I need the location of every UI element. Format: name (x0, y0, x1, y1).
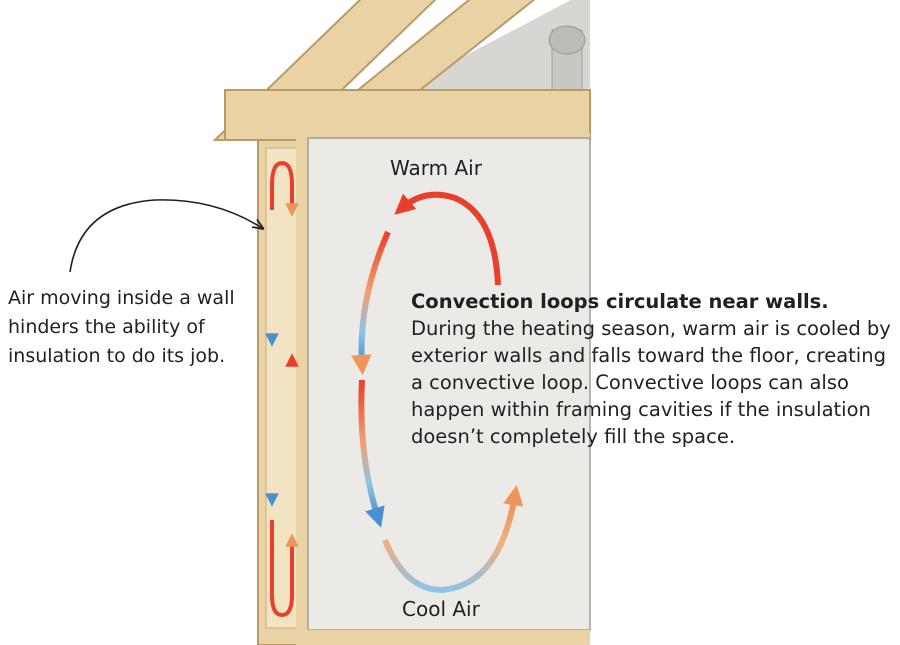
room-loop-cool-arc (382, 484, 524, 594)
warm-air-label: Warm Air (390, 156, 482, 180)
wall-loop-bottom (270, 520, 299, 618)
caption-body: During the heating season, warm air is c… (411, 317, 891, 448)
caption-title: Convection loops circulate near walls. (411, 290, 829, 313)
cool-air-label: Cool Air (402, 597, 480, 621)
room-loop-cool-descending (358, 379, 385, 528)
room-loop-warm-arc (394, 191, 501, 286)
annotation-leader-arrow (69, 199, 262, 273)
wall-air-annotation: Air moving inside a wall hinders the abi… (8, 287, 235, 367)
wall-loop-top (270, 160, 299, 217)
convection-caption: Convection loops circulate near walls. D… (411, 288, 891, 450)
floor (296, 630, 590, 645)
room-interior (307, 137, 591, 631)
vent-cap (548, 25, 586, 55)
room-loop-descending (351, 230, 391, 376)
ceiling-joist (224, 89, 591, 141)
